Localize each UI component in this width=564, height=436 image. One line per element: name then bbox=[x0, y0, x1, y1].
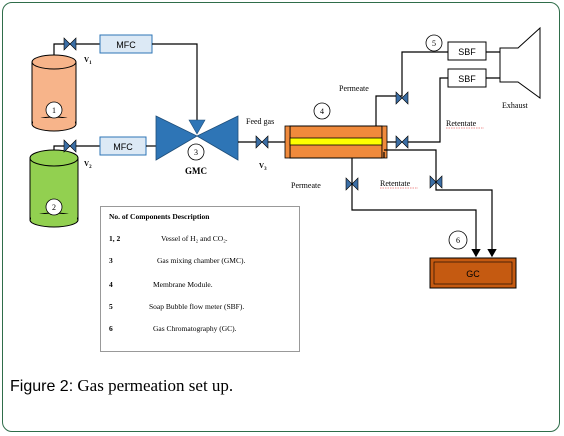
gmc-label: GMC bbox=[185, 166, 207, 176]
legend-row-num: 6 bbox=[109, 324, 113, 333]
mfc-bottom-label: MFC bbox=[113, 142, 133, 152]
retentate-bottom-label: Retentate bbox=[380, 179, 411, 188]
sbf-bottom-label: SBF bbox=[458, 74, 476, 84]
vessel-2-number: 2 bbox=[52, 203, 56, 212]
sbf-number: 5 bbox=[432, 39, 436, 48]
valve-permeate-bottom[interactable] bbox=[345, 177, 359, 191]
mfc-top-label: MFC bbox=[116, 40, 136, 50]
valve-v2[interactable] bbox=[63, 139, 77, 153]
component-legend: No. of Components Description 1, 2 Vesse… bbox=[100, 206, 300, 352]
valve-v1-label: V bbox=[84, 56, 89, 64]
valve-v2-sub: 2 bbox=[89, 165, 92, 170]
gas-chromatograph: GC bbox=[429, 257, 517, 289]
valve-v2-label: V bbox=[84, 160, 89, 168]
membrane-number: 4 bbox=[320, 107, 324, 116]
exhaust-funnel bbox=[499, 26, 541, 99]
gc-number: 6 bbox=[456, 236, 460, 245]
valve-v3-sub: 3 bbox=[264, 167, 267, 172]
legend-row-text: Gas Chromatography (GC). bbox=[153, 324, 237, 333]
sbf-top: SBF bbox=[447, 41, 487, 61]
feed-gas-label: Feed gas bbox=[246, 117, 274, 126]
valve-retentate-top[interactable] bbox=[395, 135, 409, 149]
gmc-number: 3 bbox=[194, 148, 198, 157]
caption-text: Gas permeation set up. bbox=[73, 376, 234, 395]
legend-row-text: Gas mixing chamber (GMC). bbox=[157, 256, 246, 265]
legend-row-text: Vessel of H₂ and CO₂. bbox=[161, 234, 228, 243]
caption-label: Figure 2: bbox=[10, 378, 74, 395]
legend-row-num: 1, 2 bbox=[109, 234, 121, 243]
permeate-bottom-label: Permeate bbox=[291, 181, 321, 190]
valve-v1-sub: 1 bbox=[89, 61, 92, 66]
valve-v3[interactable] bbox=[255, 135, 269, 149]
valve-permeate-top[interactable] bbox=[395, 91, 409, 105]
membrane-module: 4 bbox=[284, 102, 388, 159]
legend-row-text: Membrane Module. bbox=[153, 280, 213, 289]
svg-text:V1: V1 bbox=[84, 56, 92, 66]
legend-row-num: 5 bbox=[109, 302, 113, 311]
gc-label: GC bbox=[466, 269, 480, 279]
legend-row-text: Soap Bubble flow meter (SBF). bbox=[149, 302, 245, 311]
permeate-top-label: Permeate bbox=[339, 84, 369, 93]
legend-header: No. of Components Description bbox=[109, 212, 210, 221]
vessel-2: 2 bbox=[29, 149, 79, 228]
vessel-1: 1 bbox=[31, 54, 77, 132]
mfc-bottom: MFC bbox=[99, 136, 147, 156]
sbf-bottom: SBF bbox=[447, 68, 487, 88]
svg-text:V2: V2 bbox=[84, 160, 92, 170]
mfc-top: MFC bbox=[99, 34, 153, 54]
gas-mixing-chamber: 3 bbox=[155, 115, 239, 161]
legend-row-num: 3 bbox=[109, 256, 113, 265]
retentate-top-label: Retentate bbox=[446, 119, 477, 128]
valve-retentate-bottom[interactable] bbox=[429, 175, 443, 189]
svg-text:V3: V3 bbox=[259, 162, 267, 172]
legend-row-num: 4 bbox=[109, 280, 113, 289]
valve-v3-label: V bbox=[259, 162, 264, 170]
figure-frame bbox=[2, 2, 560, 432]
sbf-top-label: SBF bbox=[458, 47, 476, 57]
figure-caption: Figure 2: Gas permeation set up. bbox=[10, 376, 233, 396]
exhaust-label: Exhaust bbox=[502, 101, 529, 110]
valve-v1[interactable] bbox=[63, 37, 77, 51]
vessel-1-number: 1 bbox=[52, 106, 56, 115]
